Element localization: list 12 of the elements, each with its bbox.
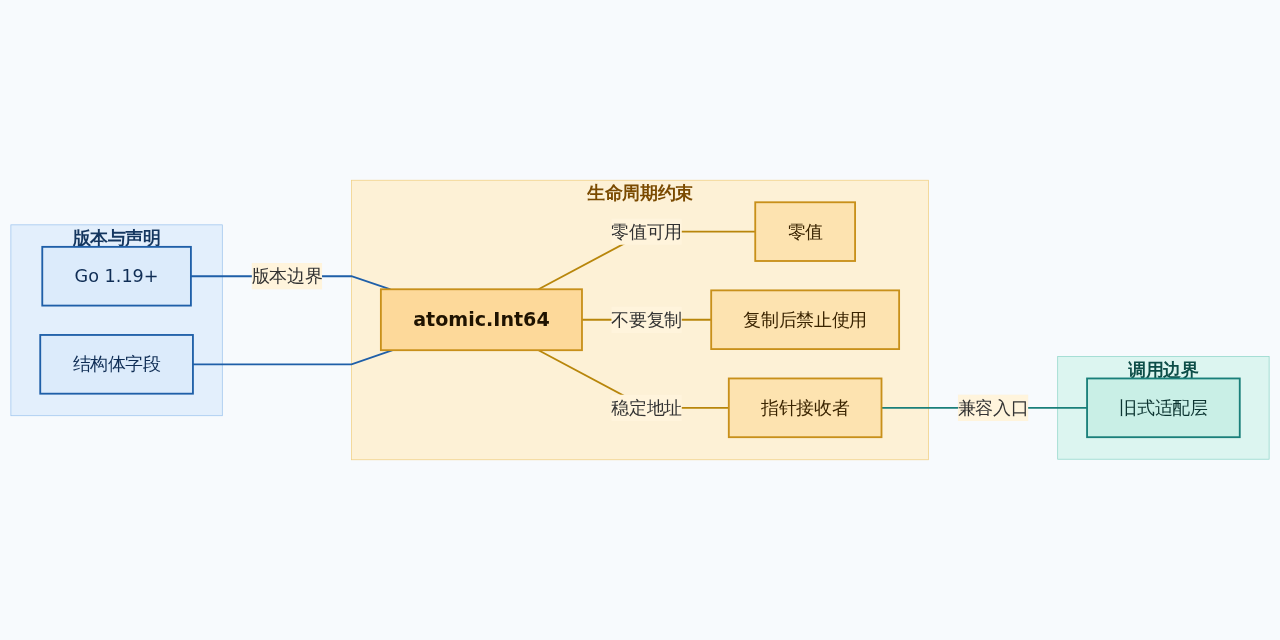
edge-label: 稳定地址 bbox=[611, 397, 682, 419]
edge-label: 兼容入口 bbox=[957, 397, 1029, 419]
node-box: 指针接收者 bbox=[727, 377, 883, 439]
node-box: 复制后禁止使用 bbox=[710, 289, 901, 350]
edge-label: 版本边界 bbox=[251, 265, 323, 287]
edge-label: 不要复制 bbox=[611, 309, 682, 330]
node-box: atomic.Int64 bbox=[379, 288, 583, 352]
node-box: 零值 bbox=[754, 201, 856, 262]
edge-label: 零值可用 bbox=[611, 221, 682, 242]
node-box: 旧式适配层 bbox=[1086, 377, 1241, 439]
node-box: Go 1.19+ bbox=[41, 245, 192, 307]
node-box: 结构体字段 bbox=[39, 334, 194, 395]
